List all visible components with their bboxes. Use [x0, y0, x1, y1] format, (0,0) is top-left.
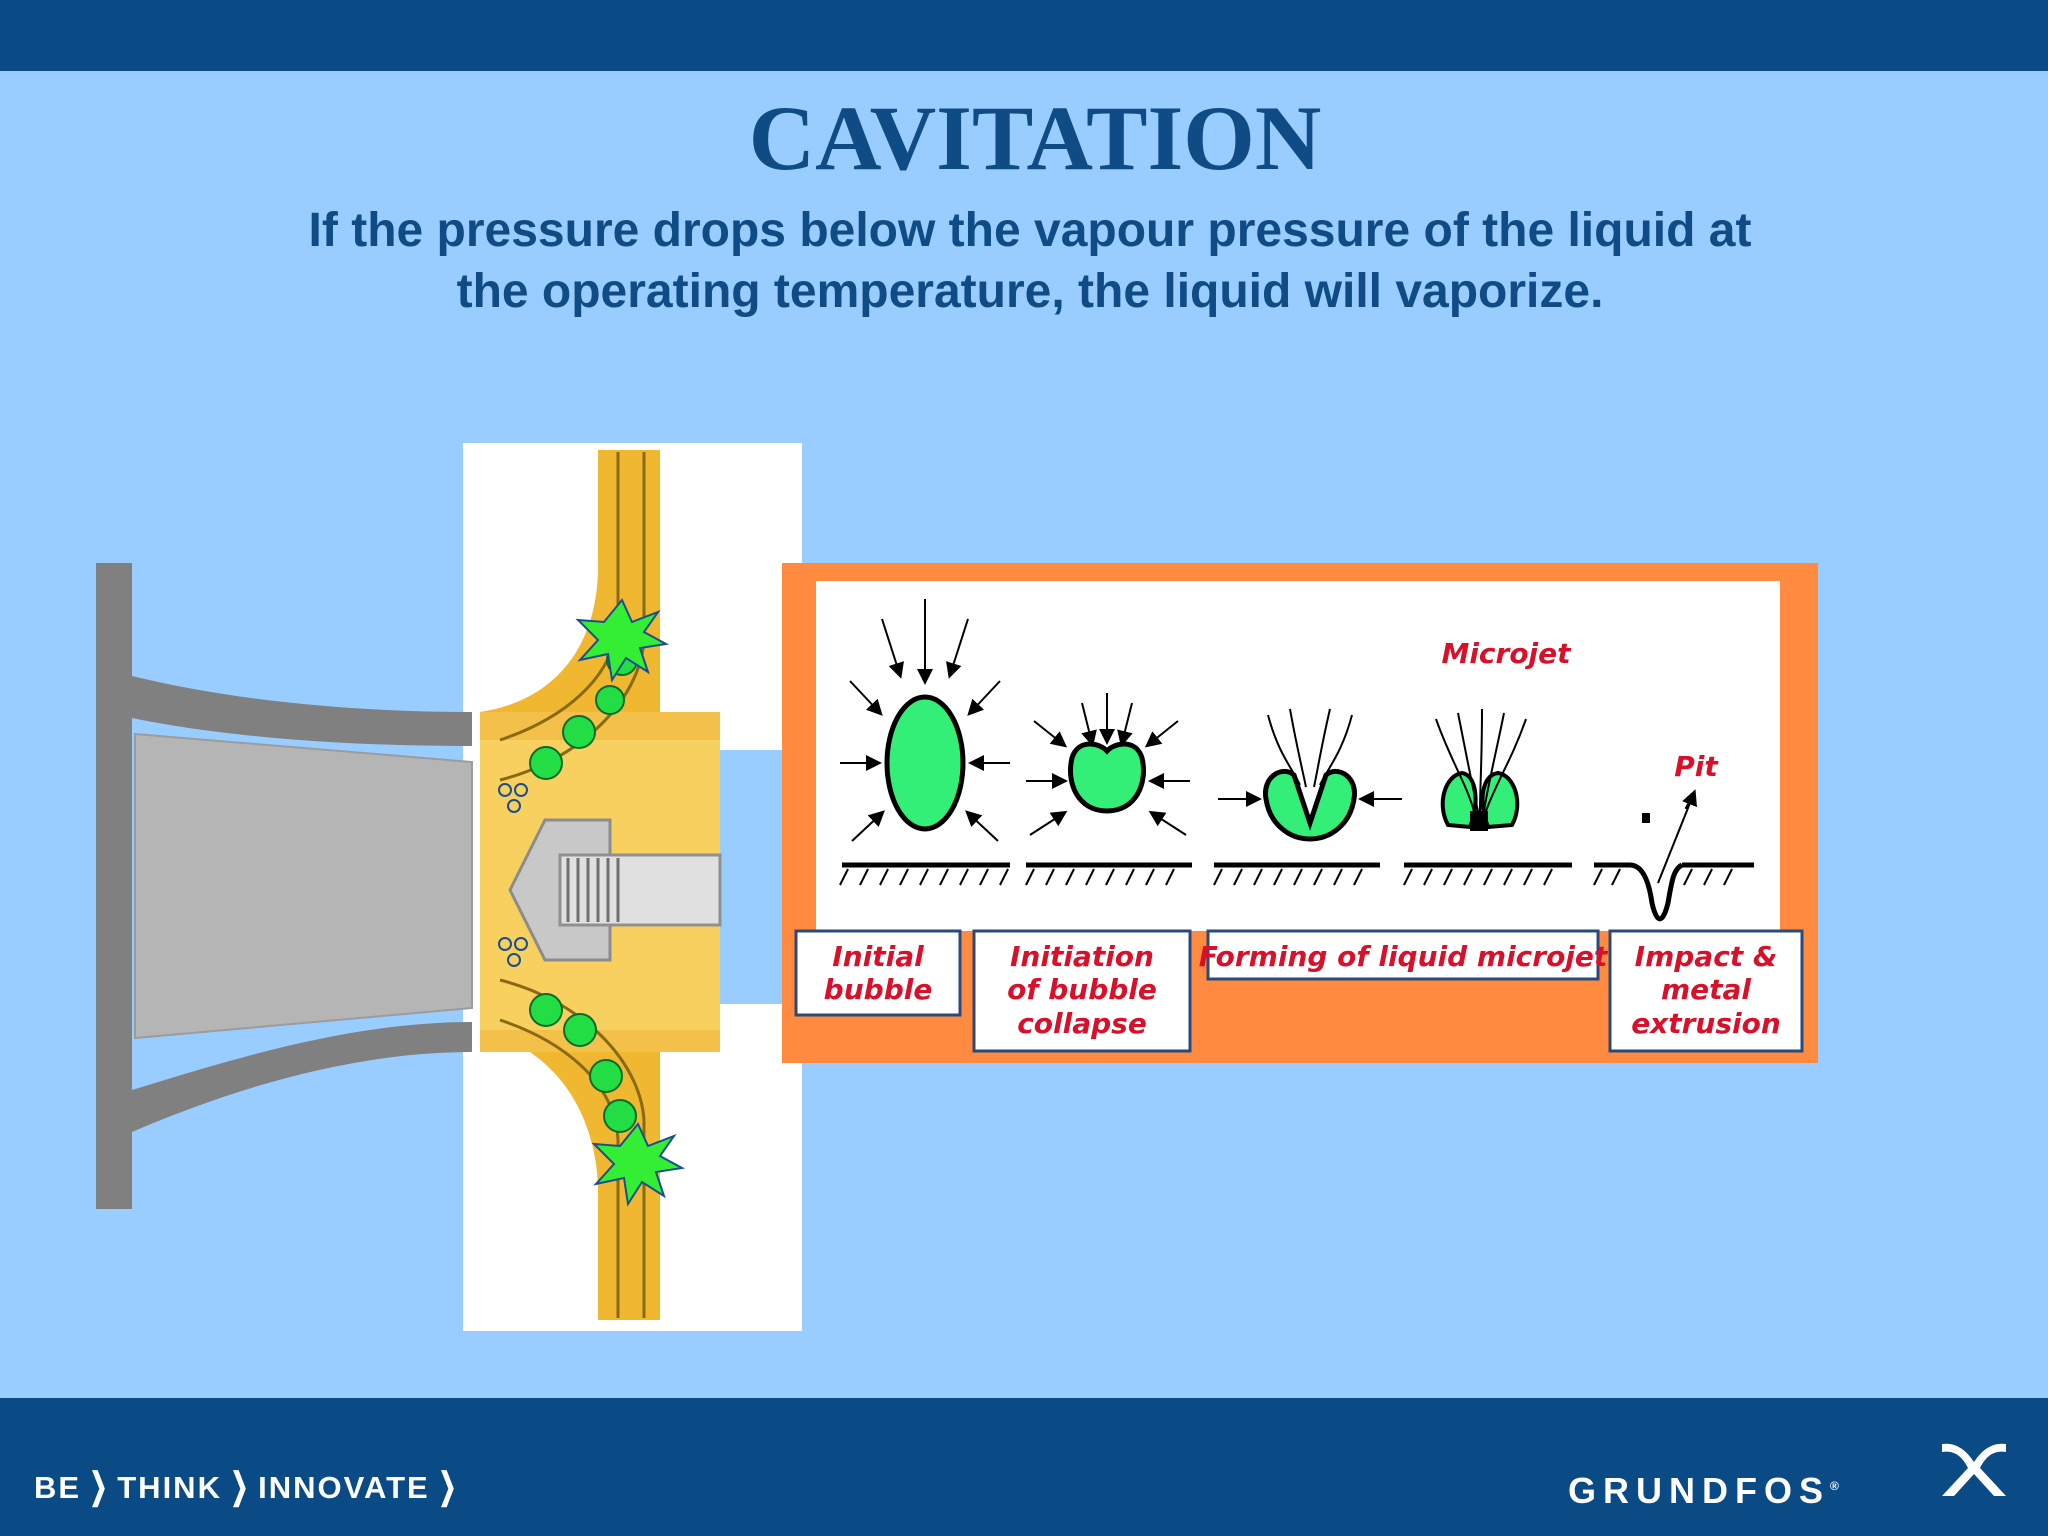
label-initial-line2: bubble	[824, 973, 933, 1006]
grundfos-logo-icon	[1942, 1443, 2006, 1496]
inlet-fluid	[135, 734, 472, 1038]
label-initiation-line2: of bubble	[1007, 973, 1157, 1006]
chevron-right-icon: ❯	[438, 1465, 458, 1506]
label-impact-line2: metal	[1661, 973, 1751, 1006]
slide-title: CAVITATION	[748, 87, 1322, 189]
bubble-collapse-stages-diagram: Microjet Pit Initial bubble Initiation o…	[782, 563, 1818, 1063]
chevron-right-icon: ❯	[89, 1465, 109, 1506]
stage-initial-bubble	[840, 599, 1010, 842]
slide-subtitle: If the pressure drops below the vapour p…	[180, 200, 1880, 322]
stage-forming-microjet	[1218, 708, 1402, 842]
label-impact-extrusion: Impact & metal extrusion	[1608, 929, 1804, 1053]
inlet-flange	[96, 563, 132, 1209]
top-banner	[0, 0, 2048, 71]
surface-hatching	[839, 868, 1733, 886]
slogan-think: THINK	[117, 1470, 222, 1505]
bubble-collapse-burst-bottom	[591, 1122, 686, 1207]
subtitle-line-1: If the pressure drops below the vapour p…	[308, 204, 1752, 257]
shaft-thread	[566, 858, 620, 922]
annotation-pit: Pit	[1674, 750, 1719, 783]
slogan: BE❯THINK❯INNOVATE❯	[34, 1466, 466, 1508]
label-impact-line1: Impact &	[1635, 940, 1778, 973]
inlet-upper-wall	[132, 676, 472, 746]
stage-pit	[1629, 789, 1697, 922]
slogan-innovate: INNOVATE	[258, 1470, 430, 1505]
label-initiation-line1: Initiation	[1010, 940, 1154, 973]
small-vapour-bubbles	[498, 783, 528, 967]
inlet-lower-wall	[132, 1022, 472, 1132]
label-initiation-of-collapse: Initiation of bubble collapse	[972, 929, 1192, 1053]
label-forming-microjet: Forming of liquid microjet	[1199, 929, 1609, 981]
bubble-collapse-burst-top	[575, 598, 670, 683]
registered-mark: ®	[1830, 1479, 1839, 1493]
stage-microjet	[1435, 708, 1527, 831]
shaft-slot	[716, 750, 784, 1004]
subtitle-line-2: the operating temperature, the liquid wi…	[456, 265, 1604, 318]
stage-initiation-of-collapse	[1026, 693, 1190, 836]
slogan-be: BE	[34, 1470, 82, 1505]
shaft	[558, 853, 722, 927]
vapour-bubbles-top	[529, 644, 638, 780]
label-initiation-line3: collapse	[1017, 1007, 1147, 1040]
label-forming: Forming of liquid microjet	[1199, 940, 1609, 973]
chevron-right-icon: ❯	[230, 1465, 250, 1506]
brand-logo-text: GRUNDFOS®	[1568, 1466, 1839, 1511]
vapour-bubbles-bottom	[529, 993, 637, 1133]
label-impact-line3: extrusion	[1631, 1007, 1781, 1040]
annotation-microjet: Microjet	[1441, 637, 1572, 670]
label-initial-line1: Initial	[832, 940, 924, 973]
bottom-banner	[0, 1398, 2048, 1536]
label-initial-bubble: Initial bubble	[794, 929, 962, 1017]
pump-cross-section-diagram	[96, 443, 802, 1331]
brand-name: GRUNDFOS	[1568, 1470, 1830, 1511]
